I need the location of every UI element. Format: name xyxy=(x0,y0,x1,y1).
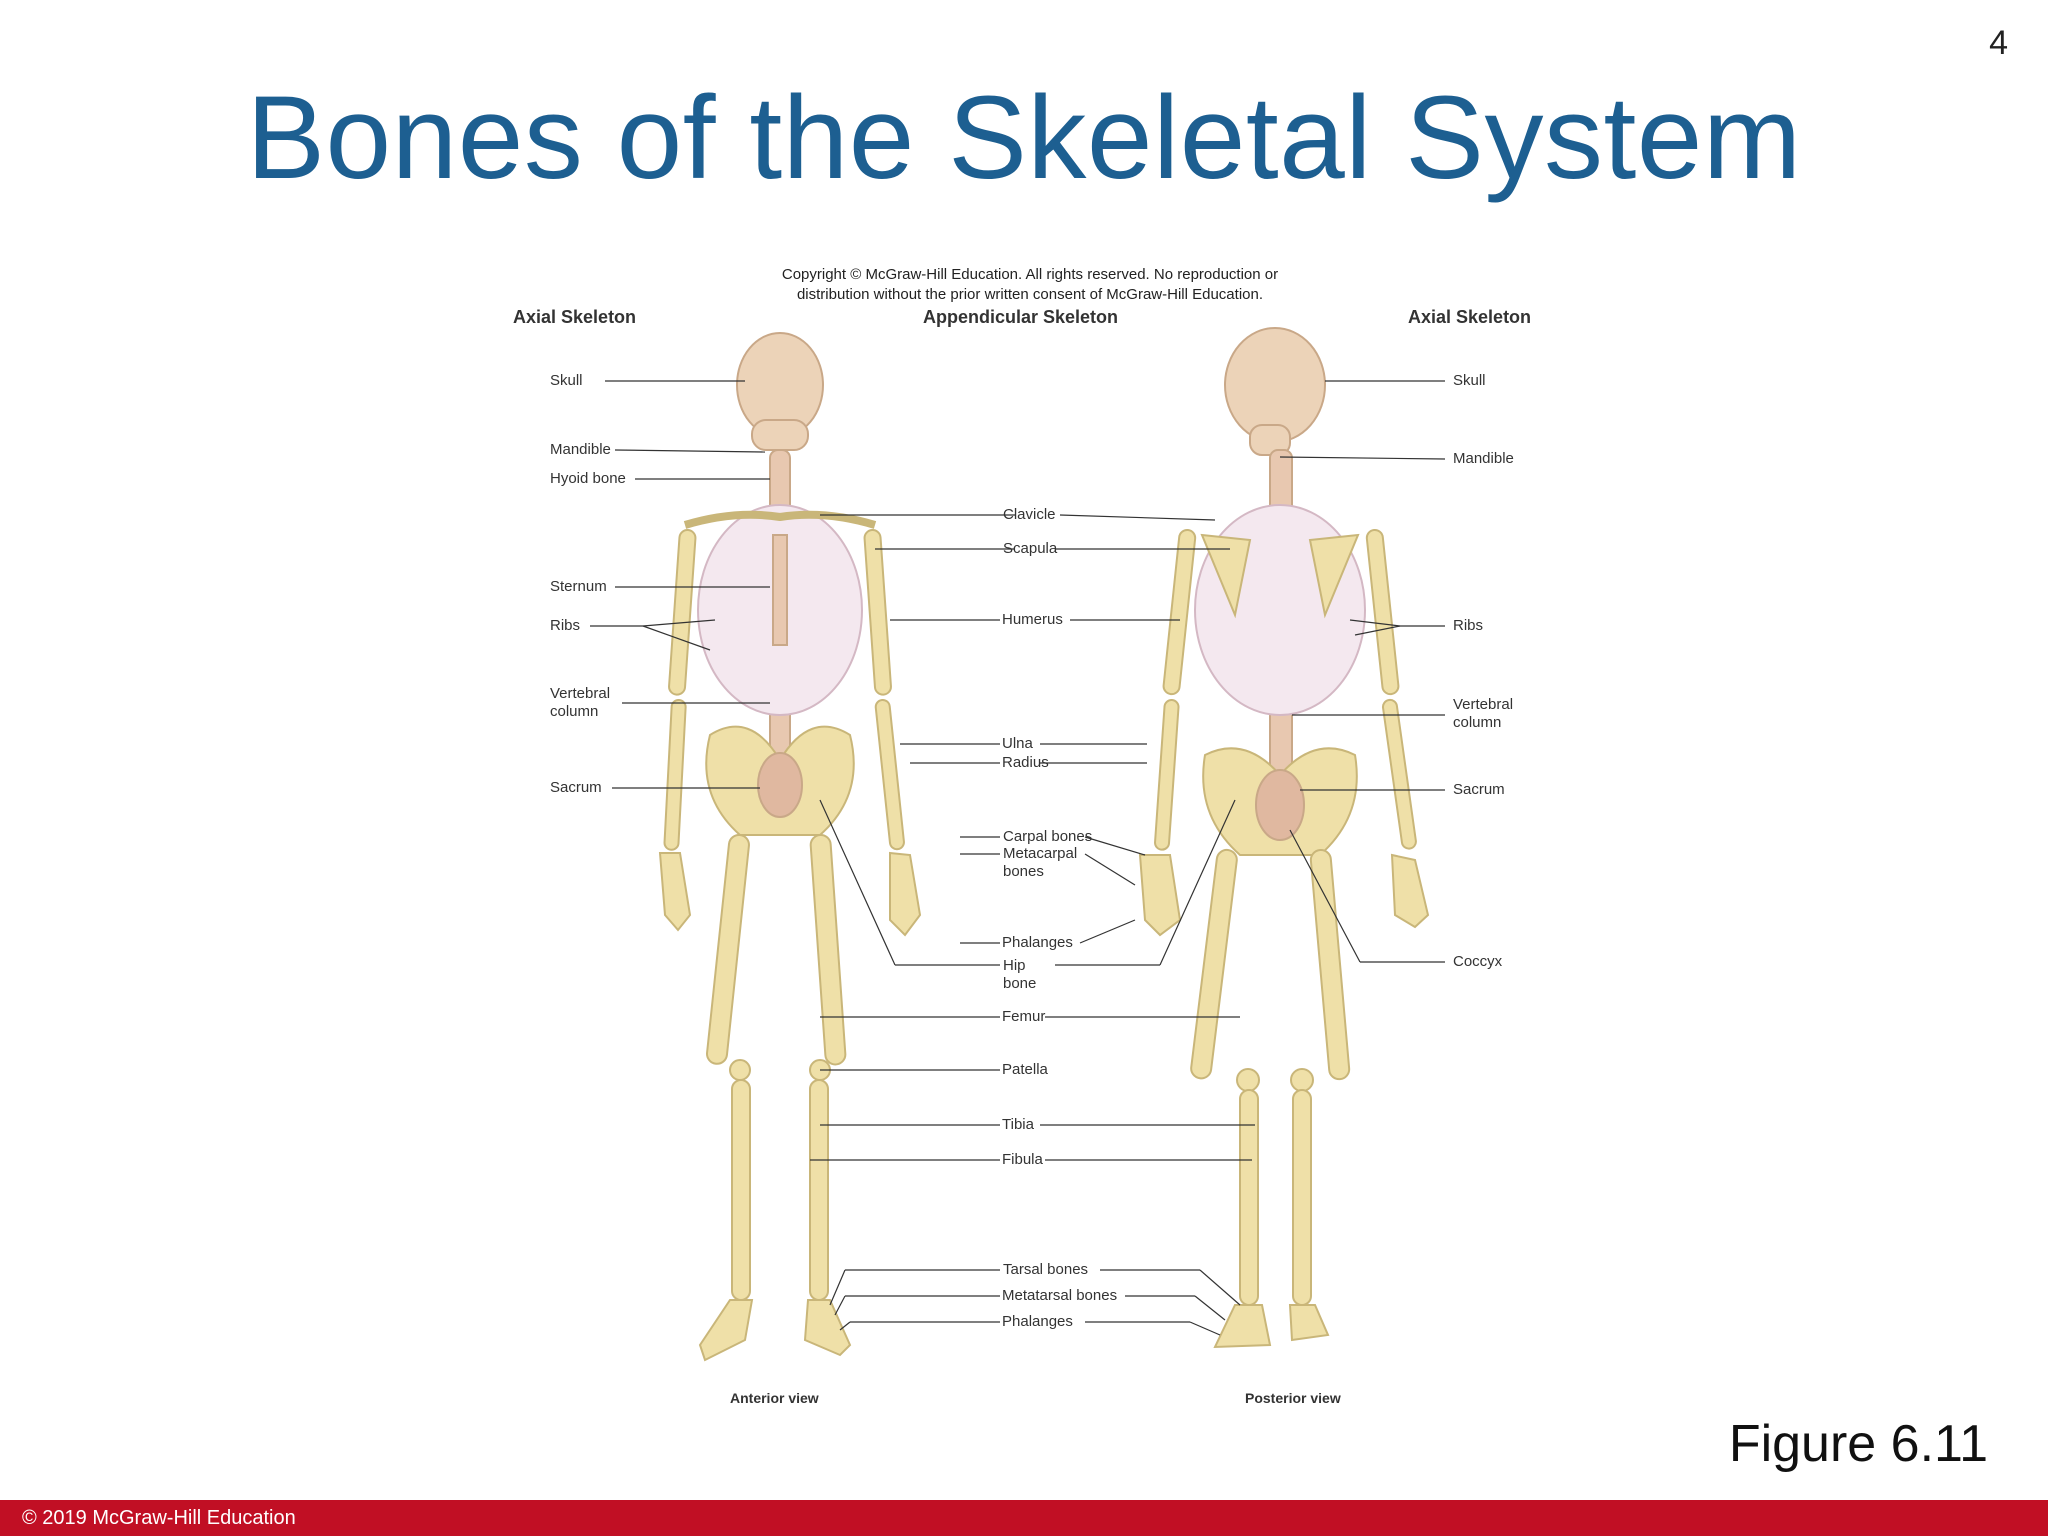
posterior-hand-right xyxy=(1390,853,1430,929)
posterior-knee-right xyxy=(1290,1068,1314,1092)
label-scapula: Scapula xyxy=(1003,540,1058,557)
label-coccyx: Coccyx xyxy=(1453,953,1503,970)
label-tibia: Tibia xyxy=(1002,1116,1034,1133)
posterior-forearm-left xyxy=(1154,698,1180,851)
label-phalanges-foot: Phalanges xyxy=(1002,1313,1073,1330)
anterior-patella-left xyxy=(729,1059,751,1081)
label-ribs-right: Ribs xyxy=(1453,617,1484,634)
posterior-humerus-right xyxy=(1365,528,1400,696)
anterior-humerus-right xyxy=(863,528,892,696)
posterior-sacrum xyxy=(1255,769,1305,841)
label-vertebral-column-right: Vertebral column xyxy=(1453,696,1514,731)
label-vertebral-column-left: Vertebral column xyxy=(550,685,611,720)
label-ribs-left: Ribs xyxy=(550,617,581,634)
anterior-forearm-left xyxy=(663,698,687,851)
footer-bar: © 2019 McGraw-Hill Education xyxy=(0,1500,2048,1536)
leader-lines xyxy=(590,380,1446,1336)
anterior-hand-right xyxy=(889,851,922,937)
label-skull-left: Skull xyxy=(550,372,583,389)
heading-appendicular: Appendicular Skeleton xyxy=(923,307,1119,327)
posterior-hand-left xyxy=(1138,854,1182,937)
skeleton-illustration xyxy=(590,327,1446,1362)
anterior-sacrum xyxy=(757,752,803,818)
posterior-forearm-right xyxy=(1381,698,1417,850)
posterior-scapula-left xyxy=(1200,533,1252,619)
slide-title: Bones of the Skeletal System xyxy=(246,72,1802,204)
label-radius: Radius xyxy=(1002,754,1049,771)
label-tarsal-bones: Tarsal bones xyxy=(1003,1261,1089,1278)
label-hyoid-bone: Hyoid bone xyxy=(550,470,626,487)
label-carpal-bones: Carpal bones xyxy=(1003,828,1093,845)
label-sacrum-left: Sacrum xyxy=(550,779,602,796)
posterior-tibia-right xyxy=(1292,1089,1312,1306)
anterior-clavicles xyxy=(683,510,877,529)
anterior-humerus-left xyxy=(668,528,697,696)
label-patella: Patella xyxy=(1002,1061,1048,1078)
posterior-tibia-left xyxy=(1239,1089,1259,1306)
anterior-sternum xyxy=(772,534,788,646)
label-humerus: Humerus xyxy=(1002,611,1063,628)
anterior-foot-right xyxy=(803,1299,852,1357)
figure-caption: Figure 6.11 xyxy=(1728,1415,1988,1473)
posterior-foot-right xyxy=(1288,1304,1330,1342)
posterior-humerus-left xyxy=(1162,528,1197,696)
label-clavicle: Clavicle xyxy=(1003,506,1056,523)
caption-posterior-view: Posterior view xyxy=(1245,1390,1341,1406)
label-metacarpal-bones: Metacarpal bones xyxy=(1003,845,1078,880)
label-phalanges-hand: Phalanges xyxy=(1002,934,1073,951)
label-mandible-right: Mandible xyxy=(1453,450,1514,467)
label-ulna: Ulna xyxy=(1002,735,1033,752)
label-hip-bone: Hip bone xyxy=(1003,957,1037,992)
posterior-femur-right xyxy=(1309,848,1351,1081)
anterior-femur-left xyxy=(706,833,750,1065)
posterior-scapula-right xyxy=(1308,533,1360,619)
posterior-knee-left xyxy=(1236,1068,1260,1092)
heading-axial-right: Axial Skeleton xyxy=(1408,307,1532,327)
heading-axial-left: Axial Skeleton xyxy=(513,307,637,327)
anterior-hand-left xyxy=(658,852,692,932)
label-femur: Femur xyxy=(1002,1008,1046,1025)
figure-copyright-note: Copyright © McGraw-Hill Education. All r… xyxy=(781,266,1279,303)
caption-anterior-view: Anterior view xyxy=(730,1390,819,1406)
label-fibula: Fibula xyxy=(1002,1151,1043,1168)
anterior-mandible xyxy=(751,419,809,451)
anterior-tibia-left xyxy=(731,1079,751,1301)
label-sacrum-right: Sacrum xyxy=(1453,781,1505,798)
anterior-femur-right xyxy=(809,833,847,1066)
posterior-foot-left xyxy=(1213,1304,1272,1349)
slide-number: 4 xyxy=(1989,24,2008,62)
label-skull-right: Skull xyxy=(1453,372,1486,389)
anterior-tibia-right xyxy=(809,1079,829,1301)
footer-copyright: © 2019 McGraw-Hill Education xyxy=(22,1507,296,1529)
label-mandible-left: Mandible xyxy=(550,441,611,458)
anterior-forearm-right xyxy=(874,698,905,851)
posterior-femur-left xyxy=(1190,848,1238,1080)
anterior-foot-left xyxy=(698,1299,754,1362)
skeleton-figure: Copyright © McGraw-Hill Education. All r… xyxy=(480,255,1580,1435)
label-metatarsal-bones: Metatarsal bones xyxy=(1002,1287,1118,1304)
label-sternum: Sternum xyxy=(550,578,607,595)
